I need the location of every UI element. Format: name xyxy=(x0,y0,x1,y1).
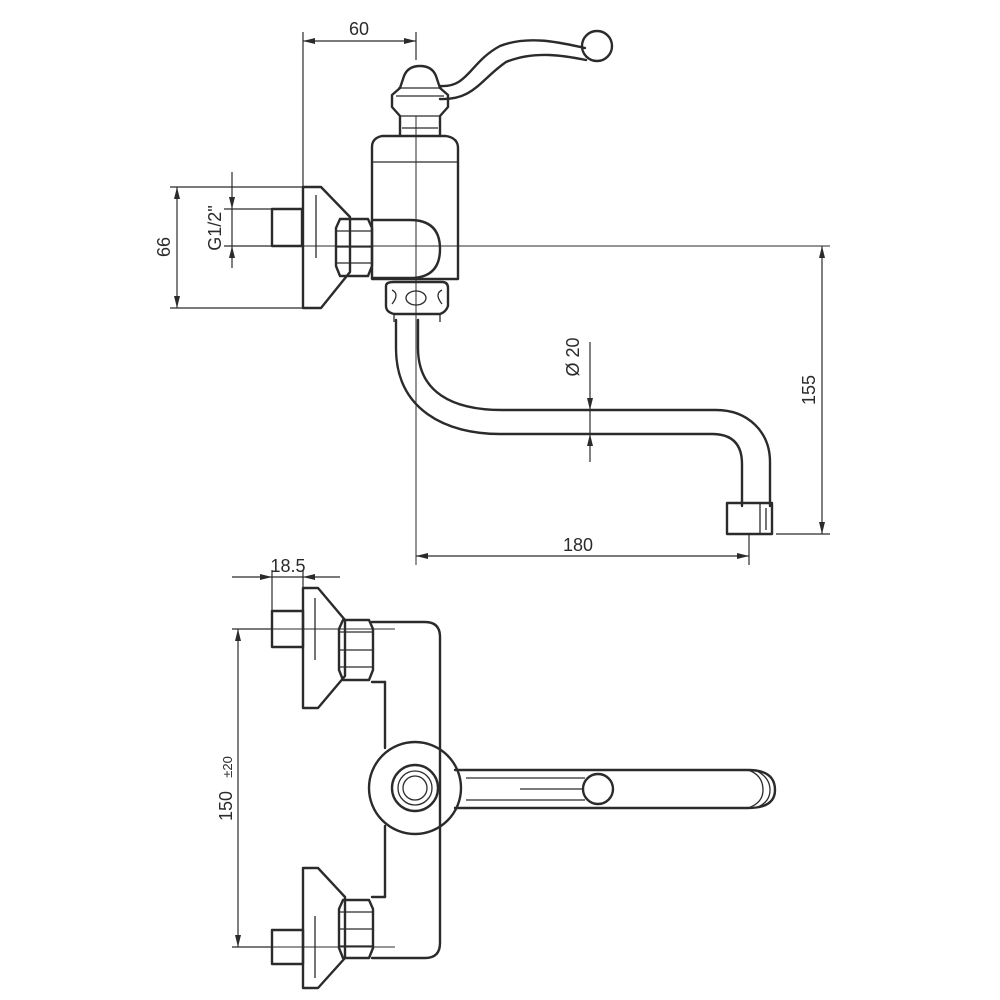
dimension-60-label: 60 xyxy=(349,19,369,39)
dimension-150-tolerance: ±20 xyxy=(220,756,235,778)
lever-handle xyxy=(438,29,614,101)
dimension-150-label: 150 xyxy=(216,791,236,821)
top-cap xyxy=(390,64,450,138)
hex-nut xyxy=(334,217,374,278)
upper-inlet xyxy=(258,586,395,710)
spout-top-view xyxy=(453,768,777,810)
side-view xyxy=(258,29,830,565)
dimension-66: 66 xyxy=(154,186,303,309)
dimension-66-label: 66 xyxy=(154,237,174,257)
dimension-155: 155 xyxy=(776,246,830,535)
dimension-thread: G1/2" xyxy=(205,172,272,268)
dimension-diameter-label: Ø 20 xyxy=(563,337,583,376)
lower-inlet xyxy=(258,866,395,990)
coupling-ring xyxy=(384,280,450,322)
valve-boss xyxy=(367,740,463,836)
dimension-150: 150 ±20 xyxy=(216,628,272,948)
valve-body xyxy=(370,134,460,281)
dimension-diameter: Ø 20 xyxy=(563,337,593,462)
dimension-60: 60 xyxy=(302,19,417,308)
dimension-18-5-label: 18.5 xyxy=(270,556,305,576)
dimension-180-label: 180 xyxy=(563,535,593,555)
inlet-pipe xyxy=(270,195,317,258)
dimension-155-label: 155 xyxy=(799,375,819,405)
bridge-body xyxy=(370,620,442,960)
dimension-180: 180 xyxy=(416,534,750,565)
dimension-thread-label: G1/2" xyxy=(205,205,225,250)
dimension-18-5: 18.5 xyxy=(232,556,340,611)
front-view xyxy=(258,586,777,990)
swing-spout xyxy=(394,318,774,536)
